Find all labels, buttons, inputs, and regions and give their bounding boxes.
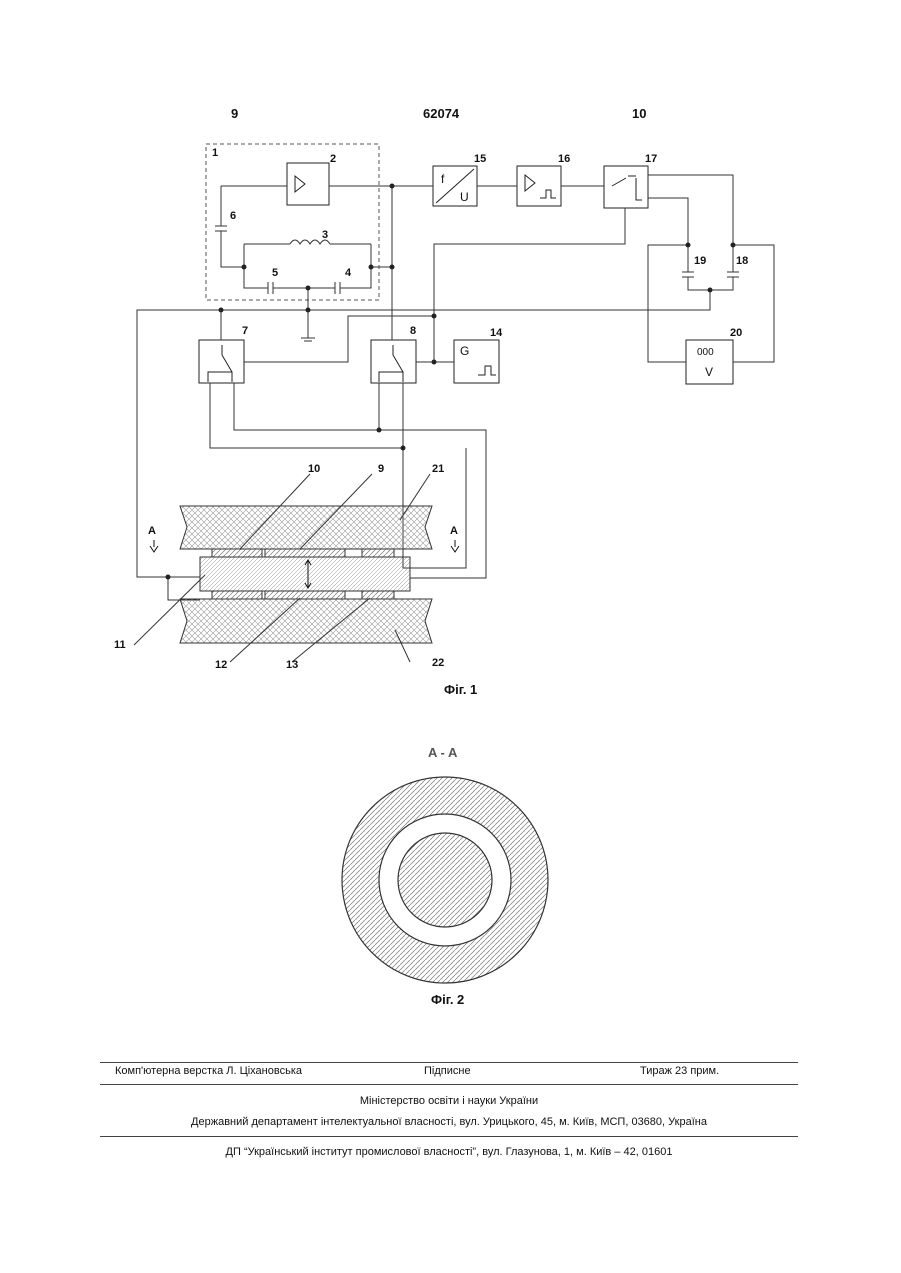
voltmeter-display: 000 xyxy=(697,347,714,358)
institute-line: ДП “Український інститут промислової вла… xyxy=(100,1146,798,1158)
section-arrow-left xyxy=(150,540,158,552)
subscription-note: Підписне xyxy=(424,1065,471,1077)
label-22: 22 xyxy=(432,657,444,669)
shaper-block-16 xyxy=(517,166,561,206)
label-12: 12 xyxy=(215,659,227,671)
label-6: 6 xyxy=(230,210,236,222)
label-7: 7 xyxy=(242,325,248,337)
sensor-section xyxy=(150,506,459,643)
fig1-caption: Фіг. 1 xyxy=(444,682,477,697)
typesetter: Комп'ютерна верстка Л. Ціхановська xyxy=(115,1065,302,1077)
footer-rule-middle xyxy=(100,1084,798,1085)
section-label-left: A xyxy=(148,525,156,537)
fig2-title: A - A xyxy=(428,745,458,760)
generator-label: G xyxy=(460,344,469,358)
voltmeter-unit: V xyxy=(705,365,713,379)
inner-disc xyxy=(398,833,492,927)
label-20: 20 xyxy=(730,327,742,339)
fig2-caption: Фіг. 2 xyxy=(431,992,464,1007)
label-9: 9 xyxy=(378,463,384,475)
label-21: 21 xyxy=(432,463,444,475)
label-13: 13 xyxy=(286,659,298,671)
block15-bottom-label: U xyxy=(460,190,469,204)
amplifier-block-2 xyxy=(287,163,329,205)
section-label-right: A xyxy=(450,525,458,537)
label-16: 16 xyxy=(558,153,570,165)
label-18: 18 xyxy=(736,255,748,267)
section-arrow-right xyxy=(451,540,459,552)
label-1: 1 xyxy=(212,147,218,159)
ministry-line: Міністерство освіти і науки України xyxy=(100,1095,798,1107)
lower-electrode-22 xyxy=(180,599,432,643)
fig1-circuit: f U G 000 V xyxy=(114,144,774,697)
label-4: 4 xyxy=(345,267,352,279)
label-15: 15 xyxy=(474,153,486,165)
label-17: 17 xyxy=(645,153,657,165)
department-line: Державний департамент інтелектуальної вл… xyxy=(100,1116,798,1128)
label-8: 8 xyxy=(410,325,416,337)
label-5: 5 xyxy=(272,267,278,279)
label-2: 2 xyxy=(330,153,336,165)
resonant-circuit xyxy=(215,186,392,341)
label-11: 11 xyxy=(114,639,126,651)
label-10: 10 xyxy=(308,463,320,475)
dielectric-sample xyxy=(200,557,410,591)
print-run: Тираж 23 прим. xyxy=(640,1065,719,1077)
label-3: 3 xyxy=(322,229,328,241)
fig2-section: A - A Фіг. 2 xyxy=(342,745,548,1007)
label-19: 19 xyxy=(694,255,706,267)
label-14: 14 xyxy=(490,327,503,339)
switch-block-17 xyxy=(604,166,648,208)
footer-rule-bottom xyxy=(100,1136,798,1137)
footer-rule-top xyxy=(100,1062,798,1063)
